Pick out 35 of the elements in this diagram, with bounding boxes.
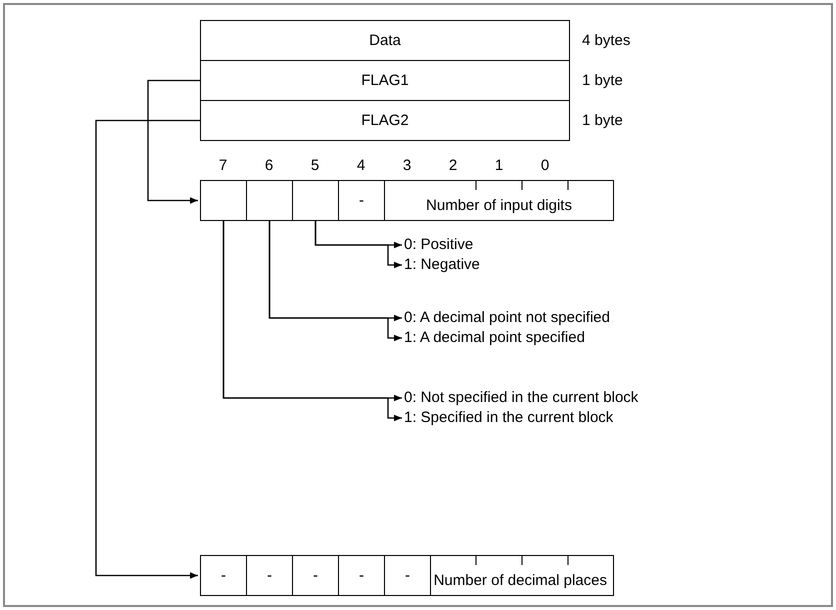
bit-number: 4 (356, 156, 366, 176)
bit-cell (246, 180, 293, 221)
arrow (268, 221, 402, 342)
bit-cell (292, 180, 339, 221)
size-label: 1 byte (582, 110, 623, 130)
bit-meaning-text: 1: A decimal point specified (404, 328, 585, 348)
register-field: Number of decimal places (430, 555, 614, 596)
bit-number: 1 (494, 156, 504, 176)
size-label: 4 bytes (582, 30, 630, 50)
arrow (147, 80, 200, 204)
register-field: - (200, 555, 247, 596)
bit-meaning-text: 1: Negative (404, 255, 480, 275)
bit-meaning-text: 0: A decimal point not specified (404, 308, 610, 328)
register-field: Number of input digits (384, 180, 614, 221)
register-field: - (338, 555, 385, 596)
register-field: - (384, 555, 431, 596)
bit-meaning-text: 0: Not specified in the current block (404, 388, 638, 408)
bit-number: 2 (448, 156, 458, 176)
bit-number: 0 (540, 156, 550, 176)
arrow (314, 221, 402, 268)
field-row: FLAG2 (200, 100, 570, 141)
bit-number: 3 (402, 156, 412, 176)
bit-number: 7 (218, 156, 228, 176)
field-row: Data (200, 20, 570, 61)
size-label: 1 byte (582, 70, 623, 90)
register-field: - (338, 180, 385, 221)
bit-cell (200, 180, 247, 221)
arrow (95, 120, 200, 579)
bit-number: 5 (310, 156, 320, 176)
bit-meaning-text: 0: Positive (404, 235, 474, 255)
register-field: - (246, 555, 293, 596)
bit-number: 6 (264, 156, 274, 176)
field-row: FLAG1 (200, 60, 570, 101)
register-field: - (292, 555, 339, 596)
bit-meaning-text: 1: Specified in the current block (404, 408, 614, 428)
